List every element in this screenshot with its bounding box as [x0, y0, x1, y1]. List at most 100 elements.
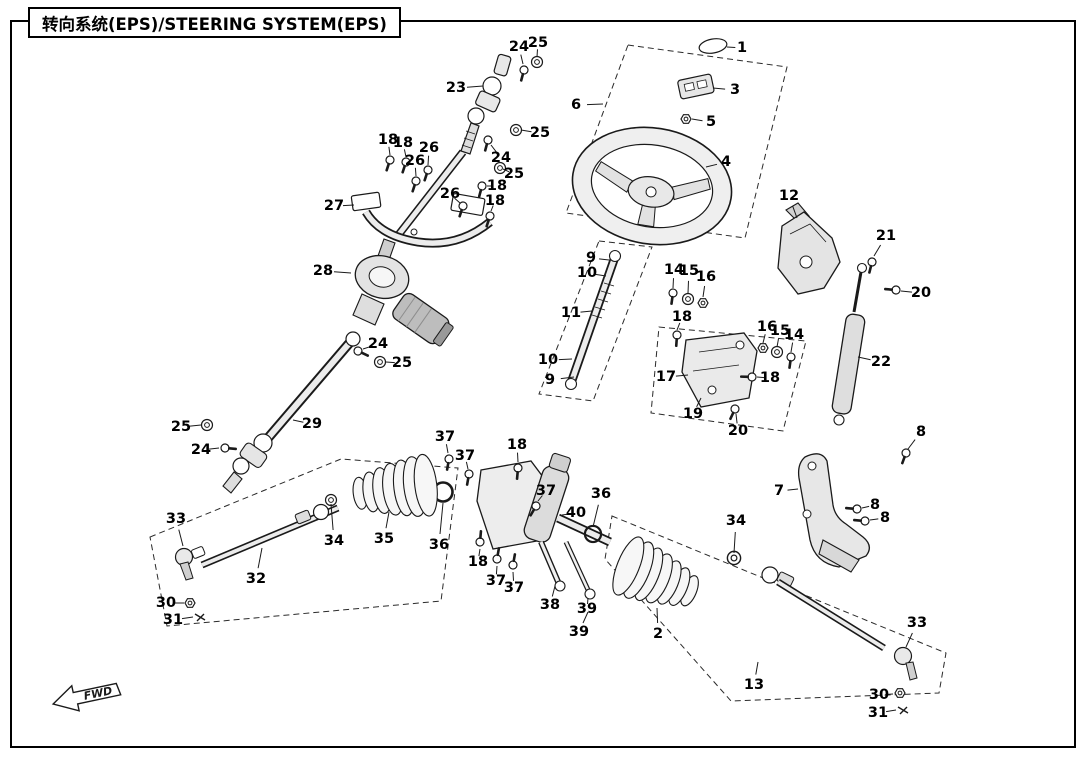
leader-line	[592, 504, 599, 528]
leader-line	[561, 513, 570, 516]
bolt-icon	[507, 551, 520, 571]
leader-line	[712, 87, 726, 90]
gas-strut	[831, 262, 868, 426]
fwd-label: FWD	[83, 684, 114, 703]
leader-line	[403, 149, 407, 158]
leader-line	[587, 597, 589, 605]
steering-wheel	[571, 126, 733, 246]
leader-line	[502, 168, 510, 173]
leader-line	[342, 204, 355, 207]
leader-line	[427, 155, 430, 166]
leader-line	[512, 571, 514, 581]
bolt-icon	[666, 287, 679, 307]
leader-line	[599, 258, 610, 261]
leader-line	[595, 273, 607, 277]
leader-line	[189, 424, 202, 427]
leader-line	[560, 376, 575, 380]
leader-line	[656, 607, 659, 624]
nut-icon	[697, 298, 709, 308]
washer-icon	[530, 55, 544, 69]
washer-icon	[200, 418, 214, 432]
leader-line	[586, 103, 604, 106]
washer-icon	[493, 161, 507, 175]
leader-line	[756, 376, 765, 379]
bolt-icon	[220, 443, 238, 454]
eps-motor-assembly	[352, 238, 454, 347]
pedal-arm	[797, 453, 870, 573]
leader-line	[490, 144, 497, 153]
bolt-icon	[442, 453, 455, 473]
leader-line	[726, 46, 736, 48]
leader-line	[478, 548, 481, 557]
leader-line	[181, 616, 194, 620]
leader-line	[362, 345, 372, 350]
upper-universal-joint	[392, 53, 512, 241]
group-outline-left-tie-rod	[149, 458, 459, 627]
lower-steering-shaft	[222, 331, 361, 494]
leader-line	[465, 461, 469, 470]
leader-line	[886, 709, 897, 713]
leader-line	[414, 167, 417, 177]
bolt-icon	[462, 468, 475, 488]
left-tie-rod-assembly	[174, 453, 438, 581]
page-border	[10, 20, 1076, 748]
bolt-icon	[407, 175, 422, 195]
leader-line	[454, 197, 461, 204]
washer-icon	[681, 292, 695, 306]
bolt-icon	[725, 403, 741, 423]
bolt-icon	[516, 64, 530, 84]
leader-line	[257, 547, 263, 569]
leader-line	[869, 518, 879, 521]
leader-line	[520, 129, 532, 133]
bolt-icon	[844, 503, 862, 514]
steering-support-bracket	[777, 202, 841, 295]
washer-icon	[509, 123, 523, 137]
bolt-icon	[897, 447, 912, 467]
bolt-icon	[474, 180, 488, 200]
leader-line	[755, 661, 759, 675]
right-tie-rod-assembly	[612, 536, 918, 681]
leader-line	[385, 361, 395, 364]
leader-line	[857, 356, 871, 361]
nut-icon	[184, 598, 196, 608]
leader-line	[790, 342, 794, 353]
fasteners	[184, 55, 912, 715]
leader-line	[537, 495, 543, 502]
bolt-icon	[475, 529, 486, 547]
leader-line	[385, 511, 390, 529]
bolt-icon	[480, 134, 494, 154]
nut-icon	[757, 343, 769, 353]
switch-assembly	[677, 73, 715, 100]
washer-icon	[324, 493, 338, 507]
pin-icon	[194, 613, 206, 622]
washer-icon	[770, 345, 784, 359]
leader-line	[905, 632, 913, 648]
title-box: 转向系统(EPS)/STEERING SYSTEM(EPS)	[28, 7, 401, 38]
bolt-icon	[852, 515, 870, 526]
leader-line	[762, 334, 766, 344]
leader-line	[439, 502, 444, 535]
leader-line	[702, 285, 706, 298]
group-outline-right-tie-rod	[604, 515, 947, 702]
nut-icon	[680, 114, 692, 124]
leader-line	[520, 54, 524, 65]
leader-line	[495, 565, 498, 575]
leader-line	[787, 488, 799, 491]
bolt-icon	[671, 330, 682, 348]
leader-line	[388, 146, 391, 156]
bolt-icon	[419, 164, 434, 184]
leader-line	[705, 163, 718, 168]
leader-line	[333, 271, 352, 274]
group-outline-column-shaft	[538, 240, 653, 402]
leader-lines	[174, 46, 916, 713]
leader-line	[861, 505, 870, 509]
leader-line	[676, 322, 681, 331]
leader-line	[907, 439, 916, 450]
leader-line	[580, 310, 593, 313]
leader-line	[675, 374, 689, 377]
leader-line	[792, 205, 798, 219]
leader-line	[733, 531, 736, 554]
leader-line	[490, 205, 494, 212]
intermediate-shaft	[564, 249, 622, 391]
